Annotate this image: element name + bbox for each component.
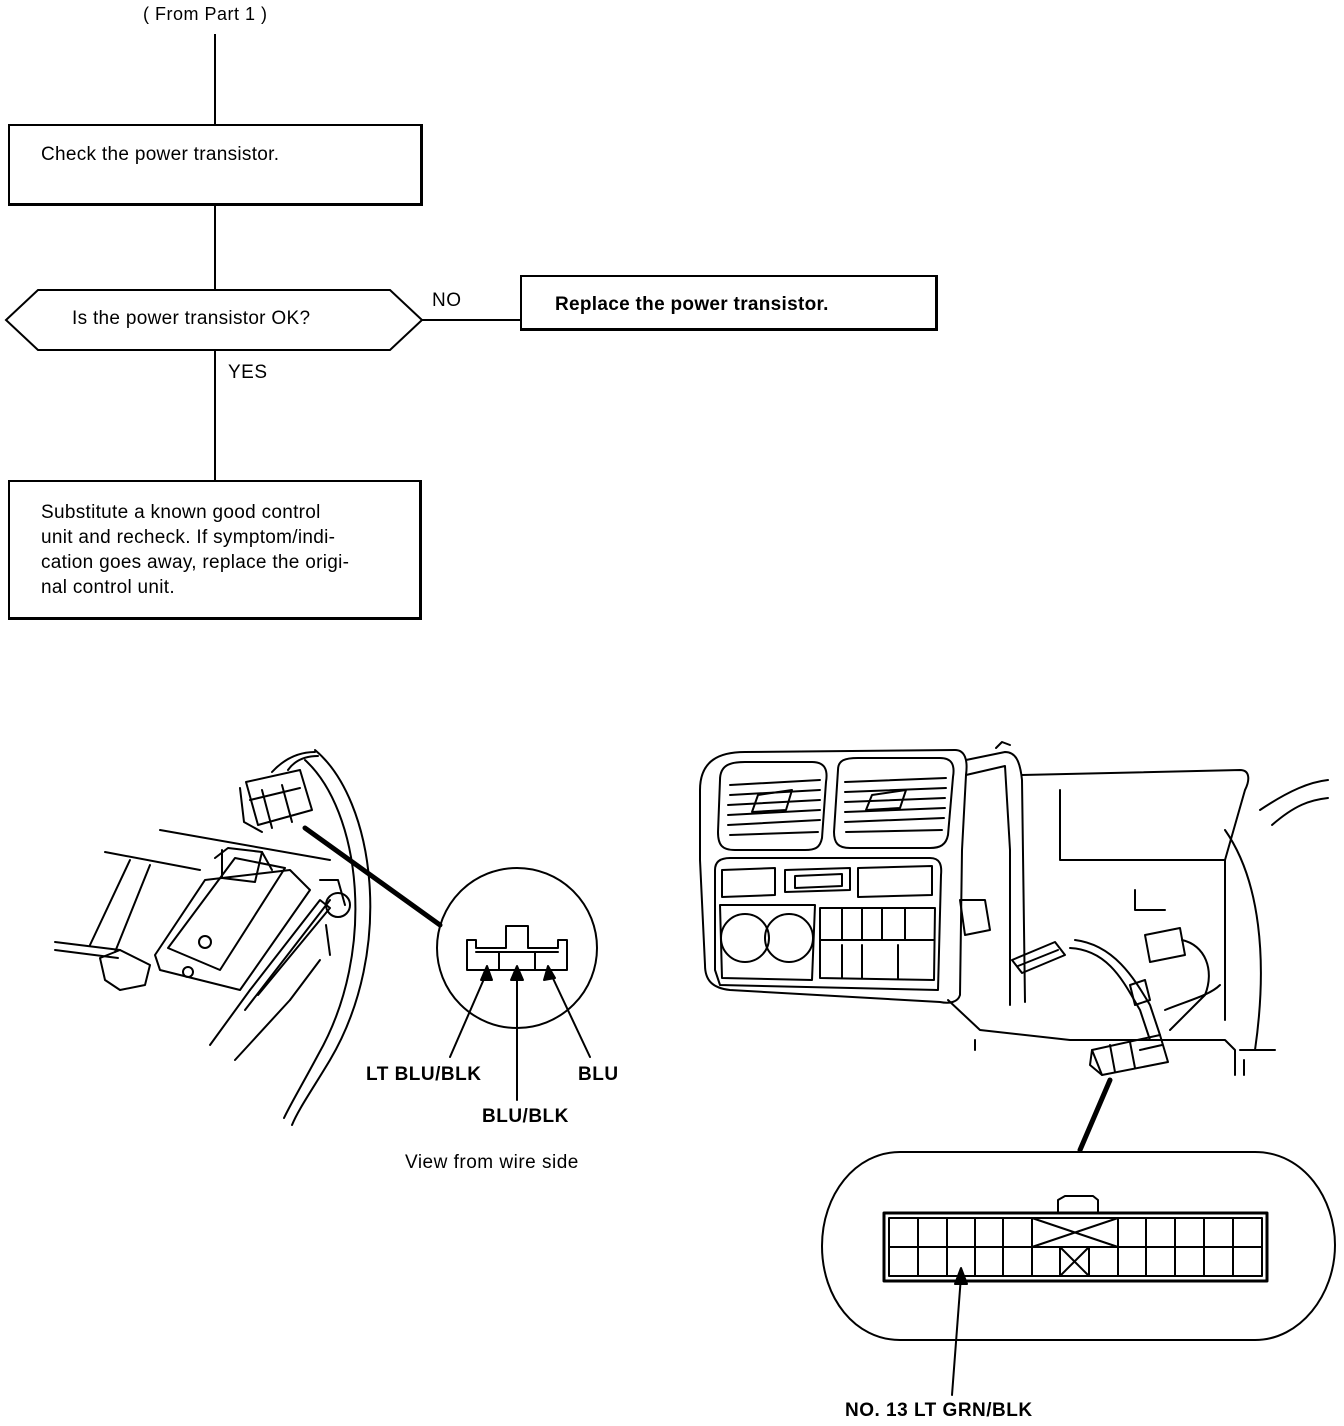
replace-transistor-box: Replace the power transistor. — [520, 275, 938, 331]
decision-text: Is the power transistor OK? — [72, 308, 311, 329]
from-part-label: ( From Part 1 ) — [143, 4, 268, 24]
substitute-line-1: Substitute a known good control — [41, 502, 321, 523]
yes-label: YES — [228, 362, 268, 383]
replace-transistor-text: Replace the power transistor. — [555, 294, 829, 315]
substitute-line-4: nal control unit. — [41, 577, 175, 598]
view-from-wire-side-caption: View from wire side — [405, 1152, 579, 1173]
substitute-control-unit-box: Substitute a known good control unit and… — [8, 480, 422, 620]
wire-label-blu: BLU — [578, 1064, 619, 1085]
check-transistor-box: Check the power transistor. — [8, 124, 423, 206]
wire-label-lt-blu-blk: LT BLU/BLK — [366, 1064, 482, 1085]
substitute-line-3: cation goes away, replace the origi- — [41, 552, 350, 573]
check-transistor-text: Check the power transistor. — [41, 144, 280, 165]
no-label: NO — [432, 290, 462, 311]
terminal-13-label: NO. 13 LT GRN/BLK — [845, 1400, 1033, 1421]
decision-shape — [4, 289, 424, 351]
substitute-line-2: unit and recheck. If symptom/indi- — [41, 527, 336, 548]
wire-label-blu-blk: BLU/BLK — [482, 1106, 569, 1127]
